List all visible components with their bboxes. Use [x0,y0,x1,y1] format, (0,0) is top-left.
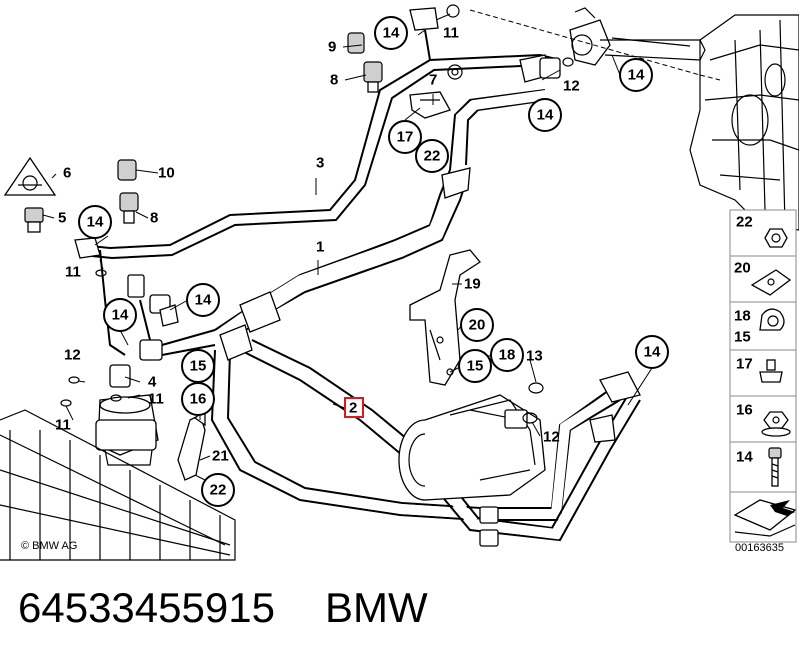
legend-15-label: 15 [734,329,751,346]
callout-14-right-label: 14 [628,67,645,84]
leader-lines [42,13,653,481]
refrigerant-pipe-3 [89,53,561,260]
callout-18-label: 18 [499,347,516,364]
callout-21: 21 [212,448,229,465]
callout-22-bottom: 22 [201,473,235,507]
callout-14-left: 14 [78,205,112,239]
top-fitting [409,4,460,61]
warning-label-6 [3,156,57,196]
callout-11-lower-left: 11 [55,417,71,434]
arrow-sheet-icon [733,499,797,537]
callout-11-top: 11 [443,25,459,42]
callout-14-right: 14 [619,58,653,92]
callout-14-compressor: 14 [635,335,669,369]
callout-22-bottom-label: 22 [210,482,227,499]
clip-nut-icon [750,269,792,296]
legend-18-label: 18 [734,308,751,325]
callout-22-top: 22 [415,139,449,173]
callout-14-top-label: 14 [383,25,400,42]
o-ring-12-valve [562,57,574,67]
line-fittings-left [60,237,216,407]
o-ring-12-compressor [522,412,538,424]
callout-14-lower-left-label: 14 [112,307,129,324]
callout-2-highlighted: 2 [344,397,364,418]
callout-14-mid-label: 14 [537,107,554,124]
caption: 64533455915 BMW [18,584,428,632]
legend-17-label: 17 [736,356,753,373]
service-valve-8-upper [363,61,383,93]
legend-22-label: 22 [736,214,753,231]
fastener-legend: 22 20 18 15 17 16 [729,209,797,554]
callout-7: 7 [429,72,437,89]
legend-14-label: 14 [736,449,753,466]
callout-10: 10 [158,165,175,182]
callout-15-right: 15 [458,349,492,383]
callout-13: 13 [526,348,543,365]
bracket-7 [409,64,463,119]
receiver-dryer [95,394,159,466]
callout-14-center-left-label: 14 [195,292,212,309]
callout-14-compressor-label: 14 [644,344,661,361]
callout-15-right-label: 15 [467,358,484,375]
copyright-text: © BMW AG [21,540,77,552]
callout-14-lower-left: 14 [103,298,137,332]
nut-icon [764,228,788,248]
callout-3: 3 [316,155,324,172]
callout-14-top: 14 [374,16,408,50]
suction-hose-1 [214,89,549,341]
valve-cap-9 [347,32,365,54]
legend-20-label: 20 [734,260,751,277]
callout-9: 9 [328,39,336,56]
callout-4: 4 [148,374,157,391]
evaporator-housing [689,14,799,231]
diagram-id: 00163635 [735,542,784,554]
callout-14-left-label: 14 [87,214,104,231]
part-number: 64533455915 [18,584,275,631]
callout-17-label: 17 [397,129,414,146]
callout-16: 16 [181,382,215,416]
ac-compressor [398,394,546,501]
dashed-leader-end [699,74,721,81]
callout-6: 6 [63,165,71,182]
callout-17: 17 [388,120,422,154]
callout-15-left-label: 15 [190,358,207,375]
callout-20-label: 20 [469,317,486,334]
pressure-switch-5 [24,207,44,233]
expansion-valve [569,7,706,66]
callout-11-dryer: 11 [148,391,164,408]
callout-5: 5 [58,210,66,227]
callout-16-label: 16 [190,391,207,408]
condenser [0,409,236,561]
callout-22-top-label: 22 [424,148,441,165]
collar-nut-icon [761,411,791,437]
pipe-3-top-connector [519,54,561,83]
callout-8-lower: 8 [150,210,158,227]
callout-2: 2 [349,400,357,417]
brand-name: BMW [324,584,428,631]
callout-19: 19 [464,276,481,293]
callout-1: 1 [316,239,324,256]
callout-14-mid: 14 [528,98,562,132]
screw-icon [768,447,782,487]
copyright-notice: © BMW AG [21,540,77,552]
callout-12-compressor: 12 [543,429,560,446]
callout-12-left: 12 [64,347,81,364]
expanding-rivet-icon [759,359,783,383]
callout-14-center-left: 14 [186,283,220,317]
o-ring-13 [528,382,544,394]
callout-11-left: 11 [65,264,81,281]
callout-20: 20 [460,308,494,342]
legend-16-label: 16 [736,402,753,419]
callout-8-upper: 8 [330,72,338,89]
valve-cap-10 [117,159,137,181]
callout-12-top: 12 [563,78,580,95]
callout-15-left: 15 [181,349,215,383]
service-valve-8-lower [119,192,139,224]
pressure-hose-2 [210,324,641,547]
callout-18: 18 [490,338,524,372]
hose-clamp-icon [759,308,785,331]
bracket-19 [409,249,481,386]
